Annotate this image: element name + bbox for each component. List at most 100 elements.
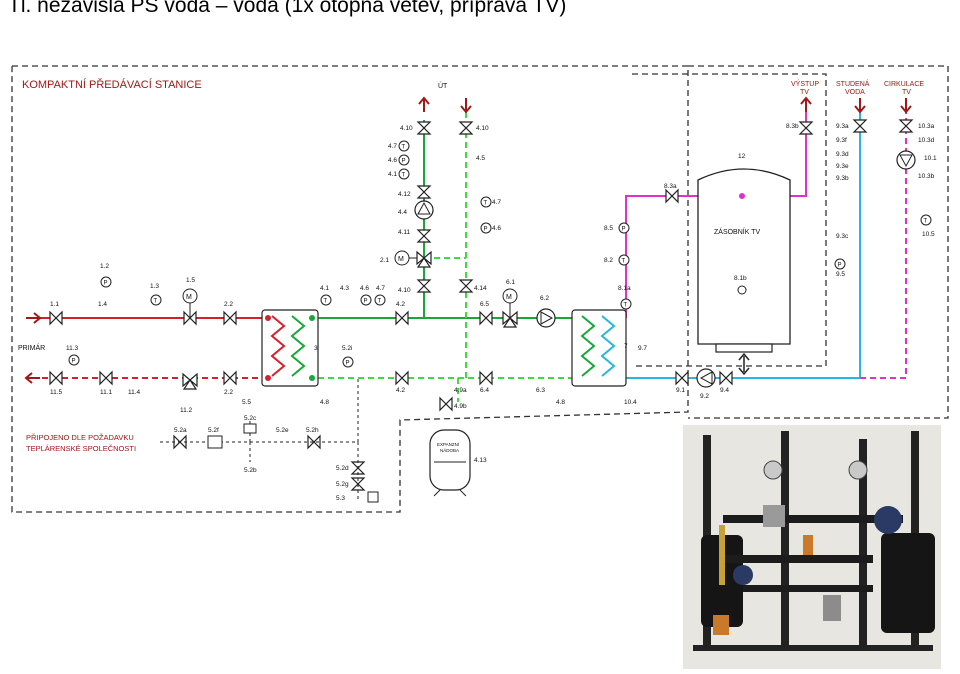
cold-in-arrow — [854, 98, 866, 114]
tag-t-5-2d: 5.2d — [336, 465, 349, 472]
valve-8-3b — [798, 121, 814, 135]
station-title: KOMPAKTNÍ PŘEDÁVACÍ STANICE — [22, 78, 202, 91]
tag-t-9-3d: 9.3d — [836, 151, 849, 158]
tag-t-10-4: 10.4 — [624, 399, 637, 406]
tag-t-6-3: 6.3 — [536, 387, 545, 394]
connection-note-2: TEPLÁRENSKÉ SPOLEČNOSTI — [26, 444, 136, 453]
tag-t-9-2: 9.2 — [700, 393, 709, 400]
gauge-4-1: T — [320, 294, 332, 306]
ut-out-arrow — [418, 96, 430, 112]
studena-label: STUDENÁ — [836, 79, 870, 88]
valve-11-5 — [49, 370, 63, 386]
gauge-1-3: T — [150, 294, 162, 306]
dhw-storage-tank — [697, 168, 791, 376]
gauge-1-2: P — [100, 276, 112, 288]
connection-branch-pipe — [160, 378, 359, 500]
gauge-4-1b: T — [398, 168, 410, 180]
svg-text:T: T — [154, 299, 158, 305]
pump-6-2 — [536, 308, 556, 328]
three-way-valve-6-1 — [502, 310, 518, 328]
three-way-valve-2-1 — [416, 250, 432, 268]
svg-text:P: P — [402, 159, 406, 165]
tag-t-10-3a: 10.3a — [918, 123, 935, 130]
valve-6-4 — [479, 370, 493, 386]
valve-9-4 — [719, 370, 733, 386]
studena-label-2: VODA — [845, 89, 865, 96]
motor-1-5: M — [182, 288, 198, 318]
three-way-valve-1-5 — [182, 372, 198, 390]
tag-t-5-3: 5.3 — [336, 495, 345, 502]
tag-t-3: 3 — [314, 345, 318, 352]
tag-t-4-1: 4.1 — [320, 285, 329, 292]
tag-t-6-5: 6.5 — [480, 301, 489, 308]
tag-t-4-9a: 4.9a — [454, 387, 467, 394]
gauge-8-2: T — [618, 254, 630, 266]
tag-t-1-5: 1.5 — [186, 277, 195, 284]
tag-t-5-2e: 5.2e — [276, 427, 289, 434]
cirkulace-label: CIRKULACE — [884, 81, 924, 88]
primary-out-arrow — [24, 372, 40, 384]
svg-text:P: P — [484, 227, 488, 233]
gauge-10-5: T — [920, 214, 932, 226]
tag-t-10-1: 10.1 — [924, 155, 937, 162]
tag-t-12: 12 — [738, 153, 746, 160]
motor-5-2c — [243, 423, 257, 434]
tag-t-4-4: 4.4 — [398, 209, 407, 216]
svg-text:T: T — [622, 259, 626, 265]
tag-t-4-7c: 4.7 — [492, 199, 501, 206]
svg-text:P: P — [104, 281, 108, 287]
pump-10-1 — [896, 150, 916, 170]
heat-exchanger-7 — [571, 309, 627, 387]
tag-t-1-3: 1.3 — [150, 283, 159, 290]
tag-t-4-8a: 4.8 — [320, 399, 329, 406]
tag-t-8-1a: 8.1a — [618, 285, 631, 292]
tag-t-11-2: 11.2 — [180, 407, 193, 414]
pump-4-4 — [414, 200, 434, 220]
ut-in-arrow — [460, 98, 472, 114]
gauge-4-6c: P — [480, 222, 492, 234]
tag-t-4-11: 4.11 — [398, 229, 411, 236]
tag-t-7: 7 — [624, 343, 628, 350]
svg-text:T: T — [484, 201, 488, 207]
tag-t-10-3b: 10.3b — [918, 173, 935, 180]
tag-t-2-1: 2.1 — [380, 257, 389, 264]
gauge-8-1a: T — [620, 298, 632, 310]
filter-5-2f — [207, 435, 223, 449]
gauge-8-5: P — [618, 222, 630, 234]
tag-t-1-4: 1.4 — [98, 301, 107, 308]
tag-t-9-3b: 9.3b — [836, 175, 849, 182]
tag-t-9-5: 9.5 — [836, 271, 845, 278]
tag-t-5-2a: 5.2a — [174, 427, 187, 434]
tag-t-2-2a: 2.2 — [224, 301, 233, 308]
tag-t-4-2a: 4.2 — [396, 301, 405, 308]
tag-t-11-1: 11.1 — [100, 389, 113, 396]
valve-1-1 — [49, 310, 63, 326]
expansion-vessel — [429, 429, 471, 497]
gauge-5-2i: P — [342, 356, 354, 368]
dhw-out-arrow — [800, 96, 812, 112]
station-photo — [683, 425, 941, 669]
valve-4-11 — [416, 229, 432, 243]
tag-t-5-2c: 5.2c — [244, 415, 257, 422]
valve-4-14 — [458, 279, 474, 293]
tag-t-4-1b: 4.1 — [388, 171, 397, 178]
motor-6-1: M — [502, 288, 518, 318]
tag-t-5-2b: 5.2b — [244, 467, 257, 474]
expansion-label-2: NÁDOBA — [440, 447, 459, 453]
svg-text:T: T — [378, 299, 382, 305]
svg-text:T: T — [402, 145, 406, 151]
tag-t-10-3d: 10.3d — [918, 137, 935, 144]
gauge-4-6a: P — [360, 294, 372, 306]
tag-t-6-4: 6.4 — [480, 387, 489, 394]
tag-t-4-14: 4.14 — [474, 285, 487, 292]
tag-t-4-7a: 4.7 — [376, 285, 385, 292]
tag-t-4-10a: 4.10 — [398, 287, 411, 294]
svg-text:M: M — [506, 294, 512, 301]
tag-t-4-10b: 4.10 — [400, 125, 413, 132]
tag-t-10-5: 10.5 — [922, 231, 935, 238]
valve-2-2b — [223, 370, 237, 386]
dhw-pipe-b — [790, 110, 807, 197]
gauge-4-7b: T — [398, 140, 410, 152]
valve-4-10c — [416, 279, 432, 293]
